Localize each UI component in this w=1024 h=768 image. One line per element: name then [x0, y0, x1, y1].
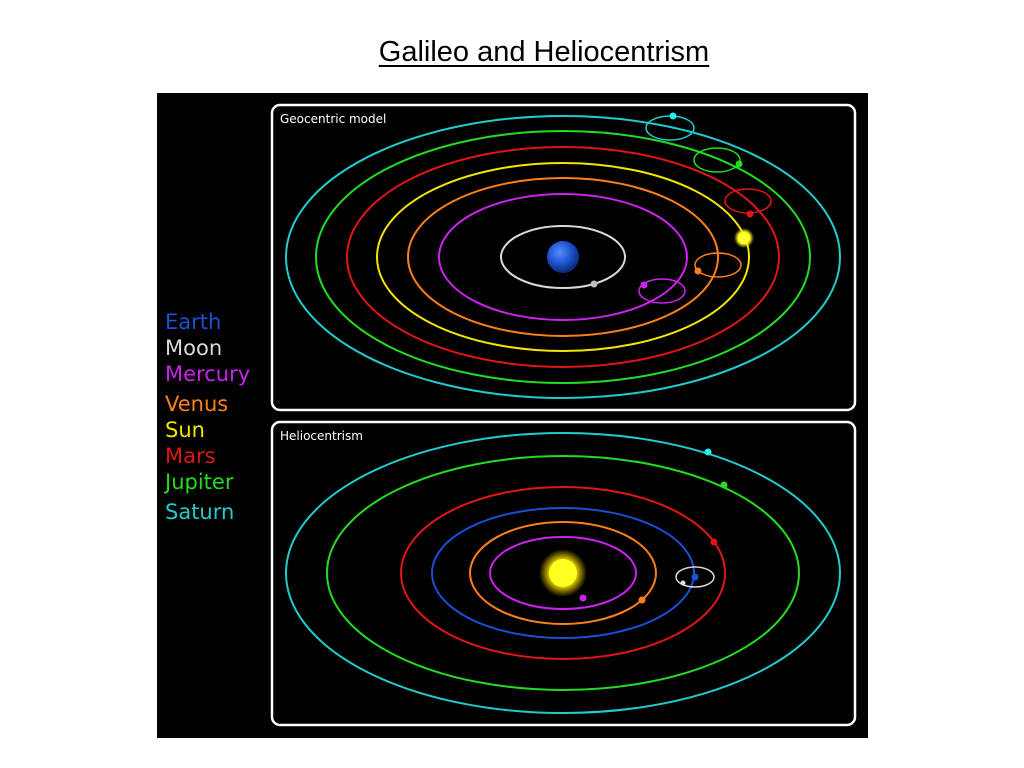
- geocentric-saturn: [669, 112, 677, 120]
- helio-earth-orbit: [431, 507, 695, 639]
- heliocentric-panel-frame: [270, 420, 857, 727]
- venus-orbit: [407, 177, 719, 337]
- legend: Earth Moon Mercury Venus Sun Mars Jupite…: [165, 309, 250, 525]
- slide-title: Galileo and Heliocentrism: [378, 36, 710, 68]
- helio-jupiter: [720, 481, 728, 489]
- helio-moon: [680, 580, 686, 586]
- helio-mars: [710, 538, 718, 546]
- legend-item-moon: Moon: [165, 336, 223, 360]
- jupiter-orbit: [315, 130, 811, 384]
- helio-sun: [549, 559, 577, 587]
- moon-orbit: [500, 225, 626, 289]
- geocentric-venus: [694, 267, 702, 275]
- helio-venus: [638, 596, 646, 604]
- helio-earth: [691, 573, 699, 581]
- saturn-orbit: [285, 115, 841, 399]
- geocentric-panel: Geocentric model: [270, 103, 857, 412]
- solar-system-figure: Geocentric model: [157, 93, 868, 738]
- sun-orbit: [376, 162, 750, 352]
- legend-item-earth: Earth: [165, 310, 222, 334]
- mars-orbit: [346, 146, 780, 368]
- saturn-epicycle: [645, 115, 695, 141]
- heliocentric-panel: Heliocentrism: [270, 420, 857, 727]
- venus-epicycle: [694, 252, 742, 278]
- mercury-orbit: [438, 193, 688, 321]
- geocentric-mars: [746, 210, 754, 218]
- helio-moon-orbit: [675, 566, 715, 588]
- mercury-epicycle: [638, 278, 686, 304]
- helio-saturn-orbit: [285, 432, 841, 714]
- legend-item-mars: Mars: [165, 444, 216, 468]
- orbit-diagram: Geocentric model: [270, 103, 857, 727]
- geocentric-earth: [547, 241, 579, 273]
- geocentric-panel-frame: [270, 103, 857, 412]
- legend-item-venus: Venus: [165, 392, 229, 416]
- geocentric-mercury: [640, 281, 648, 289]
- geocentric-sun-core: [738, 232, 750, 244]
- geocentric-jupiter: [735, 160, 743, 168]
- helio-mercury-orbit: [489, 536, 637, 610]
- helio-mercury: [579, 594, 587, 602]
- legend-item-mercury: Mercury: [165, 362, 251, 386]
- geocentric-moon: [590, 280, 598, 288]
- legend-item-jupiter: Jupiter: [165, 470, 234, 494]
- helio-saturn: [704, 448, 712, 456]
- helio-venus-orbit: [469, 521, 657, 625]
- jupiter-epicycle: [693, 147, 741, 173]
- helio-mars-orbit: [400, 486, 726, 660]
- heliocentric-panel-label: Heliocentrism: [280, 429, 363, 443]
- helio-jupiter-orbit: [326, 455, 800, 691]
- legend-item-saturn: Saturn: [165, 500, 235, 524]
- legend-item-sun: Sun: [165, 418, 205, 442]
- geocentric-panel-label: Geocentric model: [280, 112, 386, 126]
